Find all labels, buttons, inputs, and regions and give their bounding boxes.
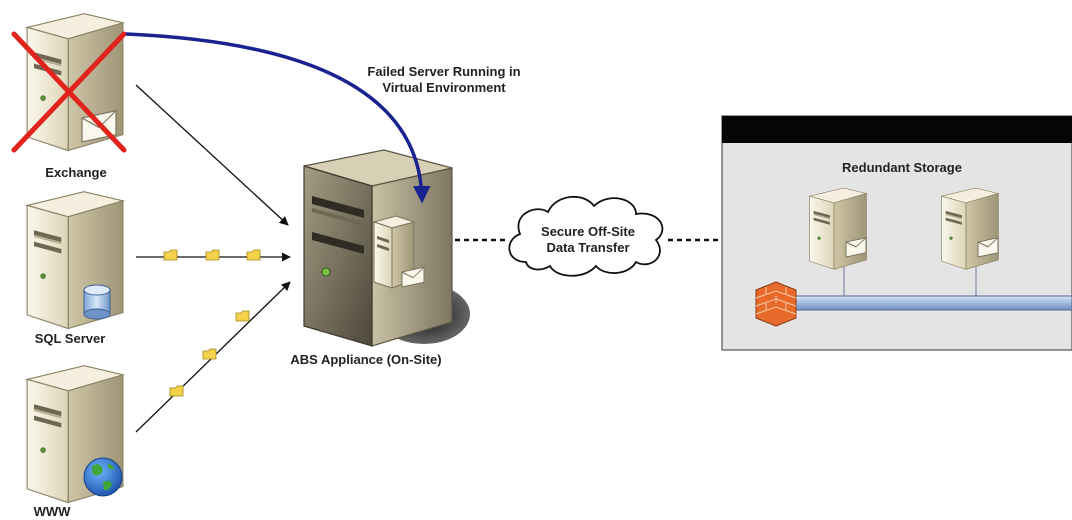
virtual-server-icon	[372, 215, 425, 289]
envelope-icon	[845, 237, 867, 258]
database-icon	[83, 284, 111, 320]
failed-cross-icon	[11, 31, 127, 153]
globe-icon	[83, 457, 123, 497]
failover-annotation-line1: Failed Server Running in	[367, 64, 520, 79]
folder-icon	[205, 249, 220, 261]
exchange-server[interactable]: Exchange	[11, 13, 127, 180]
failover-arrow	[125, 32, 431, 204]
exchange-to-appliance-line	[135, 84, 289, 226]
firewall-icon	[755, 281, 797, 327]
folder-icon	[202, 348, 217, 360]
folder-icon	[169, 385, 184, 397]
failover-annotation-line2: Virtual Environment	[382, 80, 506, 95]
exchange-label: Exchange	[45, 165, 106, 180]
cloud-label-line2: Data Transfer	[546, 240, 629, 255]
storage-server-2	[941, 187, 999, 270]
server-icon	[809, 187, 867, 270]
cloud-label-line1: Secure Off-Site	[541, 224, 635, 239]
sql-server[interactable]: SQL Server	[26, 191, 124, 346]
cloud-icon: Secure Off-Site Data Transfer	[508, 195, 664, 277]
server-icon	[941, 187, 999, 270]
folder-icon	[246, 249, 261, 261]
abs-appliance[interactable]: ABS Appliance (On-Site)	[290, 149, 470, 367]
folder-icon	[163, 249, 178, 261]
storage-server-1	[809, 187, 867, 270]
offsite-title-bar	[722, 116, 1072, 143]
redundant-storage-label: Redundant Storage	[842, 160, 962, 175]
folder-icon	[235, 310, 250, 322]
storage-network-bar	[795, 295, 1072, 311]
data-packets	[163, 249, 261, 397]
www-server[interactable]: WWW	[26, 365, 124, 519]
appliance-label: ABS Appliance (On-Site)	[290, 352, 441, 367]
envelope-icon	[401, 266, 425, 288]
offsite-storage-panel[interactable]: Redundant Storage	[721, 115, 1072, 351]
www-label: WWW	[34, 504, 72, 519]
appliance-front	[303, 165, 373, 347]
sql-server-label: SQL Server	[35, 331, 106, 346]
envelope-icon	[977, 237, 999, 258]
